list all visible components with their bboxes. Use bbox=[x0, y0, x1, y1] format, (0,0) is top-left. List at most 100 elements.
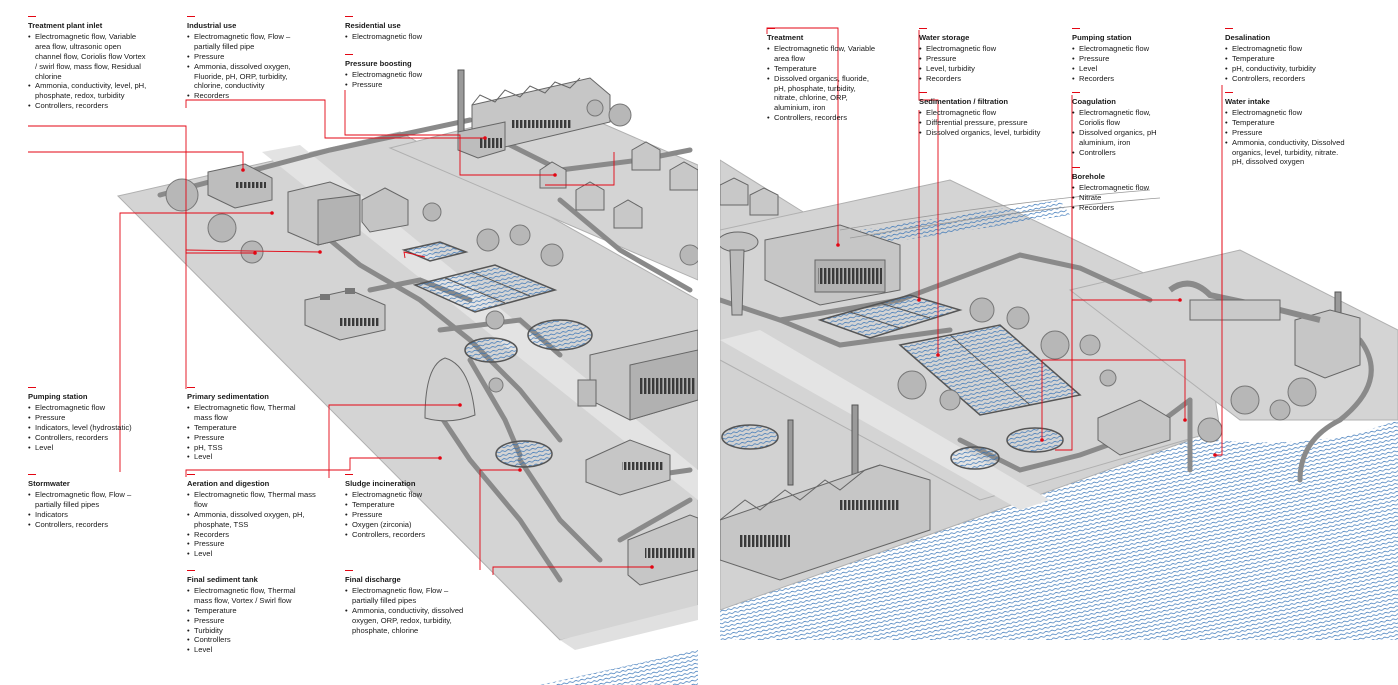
label-item: Electromagnetic flow, Flow – partially f… bbox=[345, 586, 470, 606]
inlet-building bbox=[207, 163, 273, 209]
label-title: Water storage bbox=[919, 33, 970, 42]
label-item: Temperature bbox=[187, 423, 307, 433]
label-item: Electromagnetic flow, Thermal mass flow,… bbox=[187, 586, 307, 606]
label-item: Recorders bbox=[187, 530, 317, 540]
storage-tank bbox=[817, 294, 963, 339]
label-item: Ammonia, conductivity, dissolved oxygen,… bbox=[345, 606, 470, 636]
label-title: Treatment bbox=[767, 33, 804, 42]
label-item: Electromagnetic flow bbox=[345, 490, 455, 500]
label-item: Electromagnetic flow bbox=[28, 403, 148, 413]
label-item: Electromagnetic flow bbox=[1225, 108, 1350, 118]
pipe-network bbox=[720, 252, 1374, 483]
label-title: Aeration and digestion bbox=[187, 479, 270, 488]
factory bbox=[457, 69, 611, 159]
treatment-building bbox=[764, 224, 901, 306]
label-item: Level bbox=[1072, 64, 1182, 74]
label-title: Sedimentation / filtration bbox=[919, 97, 1009, 106]
label-item: Turbidity bbox=[187, 626, 307, 636]
label-item: Electromagnetic flow bbox=[345, 32, 465, 42]
label-item: Electromagnetic flow bbox=[919, 108, 1044, 118]
label-item: Controllers, recorders bbox=[28, 520, 153, 530]
label-item: Electromagnetic flow, Thermal mass flow bbox=[187, 403, 307, 423]
label-item: Electromagnetic flow bbox=[1225, 44, 1345, 54]
label-item: Controllers, recorders bbox=[767, 113, 877, 123]
label-item: Electromagnetic flow bbox=[919, 44, 1039, 54]
label-item: Recorders bbox=[1072, 203, 1182, 213]
label-item: Electromagnetic flow bbox=[1072, 183, 1182, 193]
label-item: Controllers, recorders bbox=[345, 530, 455, 540]
label-item: Ammonia, conductivity, Dissolved organic… bbox=[1225, 138, 1350, 168]
label-water-intake: Water intake Electromagnetic flowTempera… bbox=[1225, 92, 1350, 167]
label-industrial-use: Industrial use Electromagnetic flow, Flo… bbox=[187, 16, 309, 101]
label-sludge-incineration: Sludge incineration Electromagnetic flow… bbox=[345, 474, 455, 539]
label-item: Recorders bbox=[187, 91, 309, 101]
label-item: Nitrate bbox=[1072, 193, 1182, 203]
admin-building bbox=[304, 288, 386, 341]
label-item: Controllers, recorders bbox=[28, 101, 148, 111]
label-item: Pressure bbox=[345, 510, 455, 520]
label-sedimentation-filtration: Sedimentation / filtration Electromagnet… bbox=[919, 92, 1044, 138]
label-item: Level bbox=[187, 452, 307, 462]
wastewater-panel: Treatment plant inlet Electromagnetic fl… bbox=[0, 0, 698, 685]
label-item: Electromagnetic flow, Coriolis flow bbox=[1072, 108, 1162, 128]
outer-road bbox=[560, 605, 698, 650]
label-item: Dissolved organics, fluoride, pH, phosph… bbox=[767, 74, 877, 114]
label-title: Pressure boosting bbox=[345, 59, 412, 68]
label-item: Temperature bbox=[345, 500, 455, 510]
label-title: Sludge incineration bbox=[345, 479, 416, 488]
label-item: Level, turbidity bbox=[919, 64, 1039, 74]
wastewater-illustration bbox=[28, 69, 698, 685]
label-item: Pressure bbox=[919, 54, 1039, 64]
houses bbox=[720, 177, 779, 216]
label-item: Electromagnetic flow, Variable area flow bbox=[767, 44, 877, 64]
factory bbox=[720, 404, 931, 581]
label-item: Indicators bbox=[28, 510, 153, 520]
label-title: Desalination bbox=[1225, 33, 1271, 42]
label-title: Pumping station bbox=[1072, 33, 1132, 42]
label-residential-use: Residential use Electromagnetic flow bbox=[345, 16, 465, 42]
label-item: Recorders bbox=[1072, 74, 1182, 84]
label-item: Controllers bbox=[1072, 148, 1162, 158]
label-item: Electromagnetic flow, Flow – partially f… bbox=[28, 490, 153, 510]
label-item: Electromagnetic flow, Variable area flow… bbox=[28, 32, 148, 82]
label-item: Level bbox=[187, 645, 307, 655]
label-item: Controllers, recorders bbox=[28, 433, 148, 443]
incineration-building bbox=[585, 439, 671, 496]
label-item: Electromagnetic flow, Thermal mass flow bbox=[187, 490, 317, 510]
label-desalination: Desalination Electromagnetic flowTempera… bbox=[1225, 28, 1345, 84]
label-aeration-digestion: Aeration and digestion Electromagnetic f… bbox=[187, 474, 317, 559]
label-item: Temperature bbox=[187, 606, 307, 616]
water-tower bbox=[720, 231, 759, 316]
label-item: Temperature bbox=[767, 64, 877, 74]
label-item: Indicators, level (hydrostatic) bbox=[28, 423, 148, 433]
label-title: Treatment plant inlet bbox=[28, 21, 103, 30]
label-item: Ammonia, conductivity, level, pH, phosph… bbox=[28, 81, 148, 101]
label-item: Dissolved organics, pH aluminium, iron bbox=[1072, 128, 1162, 148]
river-left bbox=[540, 650, 698, 685]
trees bbox=[165, 99, 698, 393]
label-item: Electromagnetic flow, Flow – partially f… bbox=[187, 32, 309, 52]
label-item: Pressure bbox=[187, 616, 307, 626]
primary-tank bbox=[401, 241, 469, 262]
discharge-building bbox=[627, 514, 698, 586]
label-item: Recorders bbox=[919, 74, 1039, 84]
callout-lines bbox=[28, 90, 652, 575]
label-item: Temperature bbox=[1225, 54, 1345, 64]
drinking-water-illustration bbox=[720, 27, 1398, 640]
label-title: Final sediment tank bbox=[187, 575, 258, 584]
clarifier-left bbox=[721, 424, 779, 450]
label-item: Level bbox=[187, 549, 317, 559]
label-item: Pressure bbox=[1072, 54, 1182, 64]
sea bbox=[720, 420, 1398, 640]
label-primary-sedimentation: Primary sedimentation Electromagnetic fl… bbox=[187, 387, 307, 462]
label-item: Pressure bbox=[28, 413, 148, 423]
clarifier-2 bbox=[527, 319, 593, 351]
label-title: Water intake bbox=[1225, 97, 1270, 106]
label-water-storage: Water storage Electromagnetic flowPressu… bbox=[919, 28, 1039, 84]
label-coagulation: Coagulation Electromagnetic flow, Coriol… bbox=[1072, 92, 1162, 157]
callout-dots bbox=[241, 136, 654, 569]
drinking-water-panel: Treatment Electromagnetic flow, Variable… bbox=[720, 0, 1398, 685]
aeration-basin bbox=[412, 264, 558, 313]
final-sediment-tank bbox=[495, 440, 553, 468]
label-title: Final discharge bbox=[345, 575, 401, 584]
